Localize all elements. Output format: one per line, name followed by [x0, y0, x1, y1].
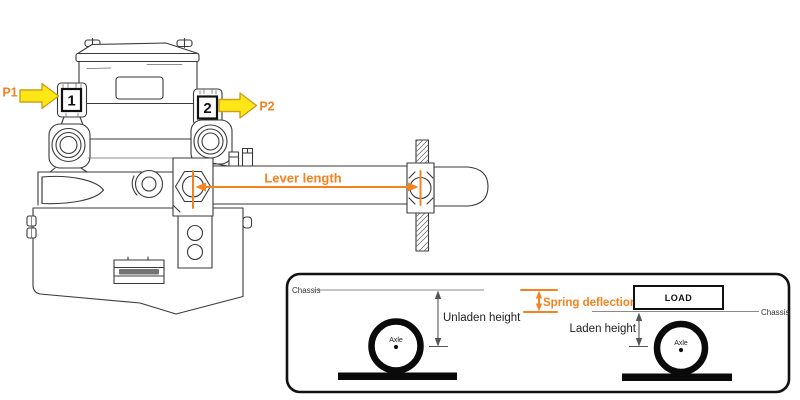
port-1: 1	[56, 82, 88, 118]
laden-chassis-label: Chassis	[761, 308, 789, 317]
nameplate-text-smudge	[119, 269, 159, 275]
ground-bar	[338, 372, 457, 380]
p1-arrow-icon	[19, 82, 60, 110]
valve-assembly: 1 2	[2, 37, 489, 315]
side-fitting-left	[26, 215, 37, 239]
unladen-height-dimension: Unladen height	[429, 290, 521, 348]
lever-bar	[189, 165, 410, 205]
nameplate	[113, 256, 165, 285]
lever-length-label: Lever length	[264, 171, 341, 186]
p2-arrow-icon	[218, 92, 258, 119]
unladen-wheel: Axle	[338, 318, 457, 380]
load-box	[633, 285, 724, 310]
axle-dot	[678, 347, 684, 353]
lever-length-dimension: Lever length	[192, 170, 422, 209]
unladen-height-label: Unladen height	[443, 312, 521, 324]
laden-height-label: Laden height	[569, 323, 636, 335]
mounting-bracket	[177, 215, 213, 269]
lever-end	[433, 166, 489, 207]
valve-lower-body	[26, 207, 253, 315]
washer	[131, 169, 164, 199]
body-plate	[115, 76, 164, 100]
p2-label: P2	[259, 100, 274, 114]
load-label: LOAD	[665, 293, 693, 303]
laden-axle-label: Axle	[674, 340, 688, 347]
valve-upper-body	[78, 60, 198, 105]
p1-label: P1	[2, 86, 17, 100]
body-protrusion	[37, 171, 174, 206]
spring-deflection-label: Spring deflection	[543, 297, 637, 309]
unladen-diagram: Chassis Unladen height Axle	[292, 286, 521, 380]
port-1-number: 1	[67, 93, 75, 110]
eyelet-left	[48, 123, 91, 169]
unladen-axle-label: Axle	[389, 337, 403, 344]
spring-deflection-dimension: Spring deflection	[520, 289, 637, 313]
axle-dot	[393, 344, 399, 350]
p1-flow: P1	[2, 82, 60, 110]
laden-height-dimension: Laden height	[569, 312, 648, 348]
ground-bar	[622, 373, 732, 381]
port-2-number: 2	[203, 100, 211, 117]
laden-wheel: Axle	[622, 320, 732, 381]
side-knob-right	[242, 216, 253, 229]
eyelet-right	[190, 119, 233, 165]
cover-screw-right	[176, 37, 193, 49]
unladen-chassis-label: Chassis	[292, 286, 320, 295]
ride-height-inset: Chassis Unladen height Axle S	[285, 272, 791, 394]
p2-flow: P2	[218, 92, 275, 119]
laden-diagram: LOAD Chassis Laden height Axle	[569, 285, 789, 381]
